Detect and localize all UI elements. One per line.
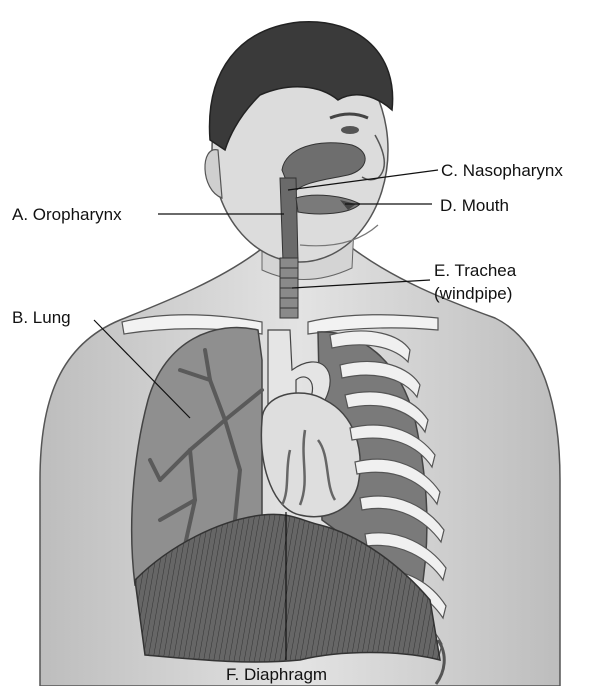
label-nasopharynx: C. Nasopharynx (441, 161, 563, 180)
label-oropharynx: A. Oropharynx (12, 205, 122, 224)
label-trachea: E. Trachea (434, 261, 517, 280)
pharynx (280, 178, 298, 262)
eye (341, 126, 359, 134)
label-trachea-note: (windpipe) (434, 284, 512, 303)
label-mouth: D. Mouth (440, 196, 509, 215)
label-diaphragm: F. Diaphragm (226, 665, 327, 684)
label-lung: B. Lung (12, 308, 71, 327)
